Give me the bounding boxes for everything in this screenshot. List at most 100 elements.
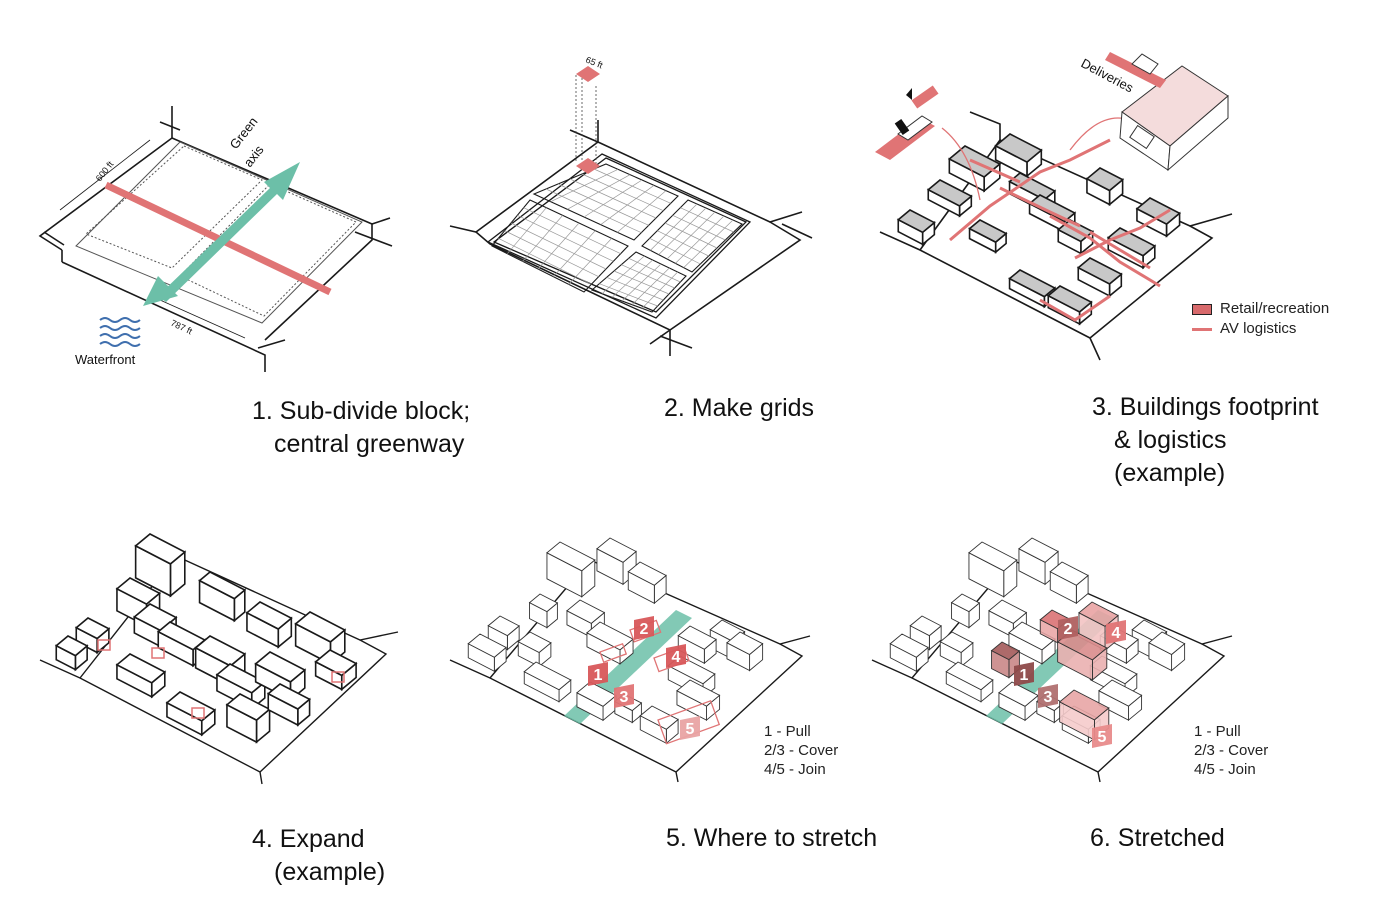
grid-line: [510, 222, 607, 270]
marker-5: 5: [1092, 724, 1112, 748]
caption-3-line2: & logistics: [1114, 426, 1227, 454]
panel-make-grids: 65 ft 2. Make grids: [430, 0, 850, 470]
building-massing: [517, 631, 552, 668]
footprint-logistics-diagram: Deliveries: [875, 52, 1233, 361]
key-cover: 2/3 - Cover: [764, 742, 839, 759]
building-massing: [266, 683, 312, 727]
building-massing: [546, 541, 596, 598]
marker-label-3: 3: [1044, 689, 1053, 706]
marker-label-5: 5: [686, 721, 695, 738]
expansion-marker: [191, 707, 205, 719]
key-join: 4/5 - Join: [764, 761, 826, 778]
caption-1-line2: central greenway: [274, 430, 465, 458]
grid-line: [517, 215, 614, 262]
pillar-base-square: [576, 158, 600, 174]
expansion-marker: [331, 671, 345, 683]
retail-swatch-icon: [1192, 303, 1212, 315]
grid-line: [557, 183, 649, 226]
panel-buildings-footprint: Deliveries Retail/recreation AV logistic…: [860, 0, 1392, 500]
caption-2: 2. Make grids: [664, 394, 815, 422]
marker-5: 5: [680, 716, 700, 740]
legend-label-av: AV logistics: [1220, 320, 1297, 337]
building-footprint: [926, 179, 973, 218]
grid-line: [680, 207, 734, 233]
delivery-van-top-icon: [1105, 52, 1166, 88]
grid-line: [621, 264, 675, 289]
key-cover: 2/3 - Cover: [1194, 742, 1269, 759]
building-massing: [523, 661, 572, 703]
key-list-5: 1 - Pull 2/3 - Cover 4/5 - Join: [764, 722, 838, 779]
key-pull: 1 - Pull: [1194, 723, 1241, 740]
building-massing: [726, 631, 764, 672]
building-massing: [1148, 631, 1186, 672]
pillar-top-square: [576, 66, 600, 82]
marker-label-2: 2: [1064, 621, 1073, 638]
stretched-building: [990, 641, 1021, 679]
delivery-warehouse: [1119, 65, 1229, 172]
grid-line: [628, 258, 681, 283]
legend-label-retail: Retail/recreation: [1220, 300, 1330, 317]
building-massing: [576, 681, 617, 722]
building-massing: [487, 615, 520, 651]
caption-3-line1: 3. Buildings footprint: [1092, 393, 1319, 421]
marker-label-2: 2: [640, 621, 649, 638]
building-massing: [115, 653, 167, 699]
marker-3: 3: [1038, 684, 1058, 708]
grid-line: [523, 207, 621, 254]
building-massing: [54, 635, 89, 672]
stretch-frame: [599, 642, 628, 663]
expansion-marker: [97, 639, 111, 651]
building-massing: [1049, 561, 1089, 605]
marker-1: 1: [1014, 662, 1034, 686]
building-massing: [134, 533, 187, 598]
building-massing: [1098, 679, 1143, 722]
building-massing: [245, 601, 293, 649]
caption-6: 6. Stretched: [1090, 824, 1225, 852]
key-list-6: 1 - Pull 2/3 - Cover 4/5 - Join: [1194, 722, 1268, 779]
building-massing: [314, 649, 358, 692]
marker-2: 2: [1058, 616, 1078, 640]
grid-diagram: 65 ft: [449, 55, 813, 356]
building-massing: [676, 679, 721, 722]
caption-3: 3. Buildings footprint & logistics (exam…: [1092, 391, 1319, 490]
key-join: 4/5 - Join: [1194, 761, 1256, 778]
av-line-swatch-icon: [1192, 327, 1212, 331]
building-footprint: [994, 133, 1043, 178]
building-massing: [528, 593, 559, 629]
building-massing: [225, 693, 272, 744]
grid-line: [664, 222, 718, 249]
building-massing: [998, 681, 1039, 722]
block-subdivision-diagram: Green axis 600 ft 787 ft Waterfront: [38, 106, 393, 372]
axis-label: axis: [241, 142, 267, 170]
caption-1-line1: 1. Sub-divide block;: [252, 397, 471, 425]
green-axis-arrow: [143, 162, 300, 306]
grid-line: [581, 173, 664, 211]
building-massing: [596, 537, 637, 586]
building-footprint: [968, 219, 1008, 254]
waterfront-label: Waterfront: [75, 352, 136, 367]
grid-line: [569, 178, 657, 219]
caption-4-line2: (example): [274, 858, 386, 886]
legend-row-retail: Retail/recreation: [1192, 299, 1329, 319]
building-massing: [889, 633, 929, 673]
building-massing: [968, 541, 1018, 598]
panel-subdivide-block: Green axis 600 ft 787 ft Waterfront 1. S…: [0, 0, 470, 470]
building-massing: [198, 571, 247, 623]
building-massing: [950, 593, 981, 629]
building-footprint: [1135, 197, 1182, 238]
grid-line: [545, 188, 642, 233]
grid-line: [649, 238, 701, 265]
grid-line: [498, 238, 592, 285]
grid-line: [657, 230, 709, 257]
building-massing: [467, 633, 507, 673]
caption-4-line1: 4. Expand: [252, 825, 365, 853]
building-massing: [294, 611, 347, 666]
panel-expand: 4. Expand (example): [0, 520, 440, 915]
building-footprint: [1085, 167, 1125, 207]
key-pull: 1 - Pull: [764, 723, 811, 740]
marker-label-3: 3: [620, 689, 629, 706]
grid-line: [613, 270, 670, 295]
grid-line: [504, 230, 599, 277]
